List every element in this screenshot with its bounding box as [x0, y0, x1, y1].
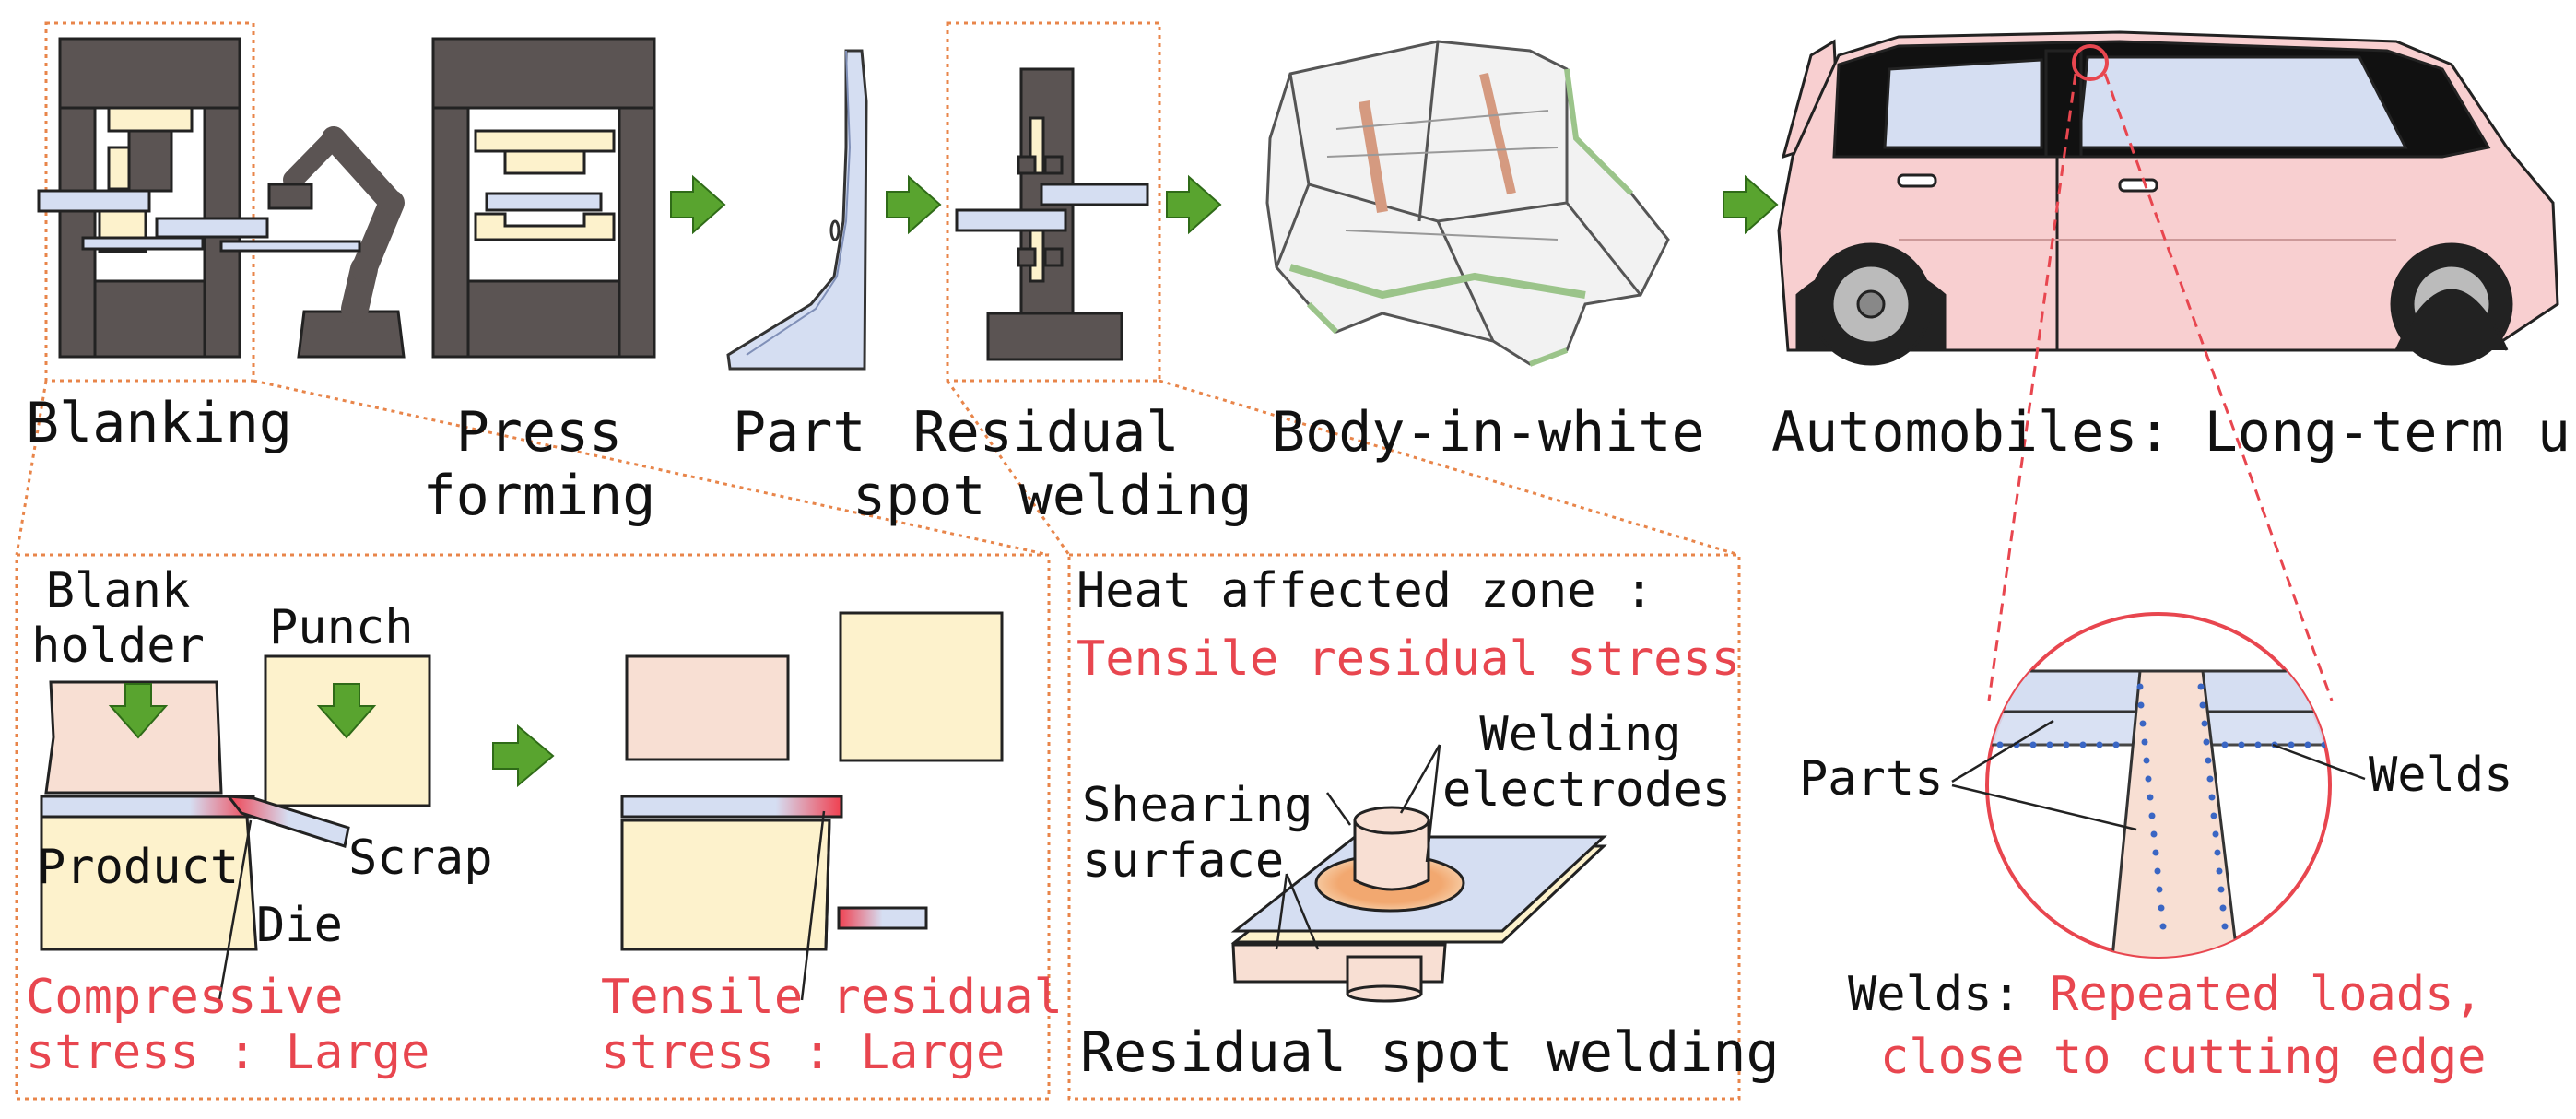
blanking-detail-right — [620, 611, 1004, 951]
welding-highlight-box — [946, 21, 1161, 383]
label-residual-line2: spot welding — [853, 464, 1253, 528]
spot-weld-diagram — [1230, 806, 1607, 1003]
label-haz: Heat affected zone : — [1076, 563, 1654, 618]
arrow-icon — [492, 724, 555, 788]
car-icon — [1777, 30, 2559, 366]
arrow-icon — [1166, 174, 1222, 235]
blanking-press-icon — [37, 37, 269, 359]
label-press-forming-line2: forming — [422, 464, 656, 528]
label-welds: Welds — [2369, 748, 2513, 803]
robot-arm-icon — [219, 126, 406, 359]
weld-location-marker — [2072, 44, 2109, 81]
label-shearing-line1: Shearing — [1082, 778, 1313, 833]
label-welds-cutting-edge: close to cutting edge — [1880, 1030, 2487, 1085]
label-blank-holder-line1: Blank — [45, 563, 191, 618]
label-press-forming-line1: Press — [455, 400, 623, 465]
label-tensile-line2: stress : Large — [601, 1024, 1006, 1080]
label-automobiles: Automobiles: Long-term use — [1771, 400, 2576, 465]
welding-detail-box — [1067, 553, 1741, 1101]
zoom-line — [253, 379, 1050, 557]
zoom-lines — [1987, 73, 2334, 701]
label-blank-holder: Blank holder — [26, 563, 210, 675]
label-residual-spot-welding-caption: Residual spot welding — [1080, 1020, 1780, 1085]
label-welding-electrodes-line1: Welding — [1479, 707, 1682, 762]
label-compressive-stress: Compressive stress : Large — [26, 970, 430, 1081]
label-tensile-line1: Tensile residual — [601, 970, 1063, 1025]
label-welds-prefix: Welds: — [1848, 967, 2051, 1022]
label-die: Die — [256, 898, 343, 953]
press-forming-icon — [431, 37, 656, 359]
label-welding-electrodes-line2: electrodes — [1442, 761, 1732, 818]
label-residual-line1: Residual — [912, 400, 1180, 465]
label-blank-holder-line2: holder — [31, 618, 205, 674]
label-body-in-white: Body-in-white — [1272, 400, 1705, 465]
label-compressive-line2: stress : Large — [26, 1024, 430, 1080]
pillar-part-icon — [726, 49, 868, 371]
label-scrap: Scrap — [348, 830, 493, 886]
label-parts: Parts — [1799, 751, 1944, 807]
weld-zoom-circle — [1951, 612, 2366, 959]
zoom-line — [1159, 379, 1740, 557]
label-shearing-surface: Shearing surface — [1082, 778, 1313, 889]
body-in-white-icon — [1265, 40, 1670, 367]
label-part: Part — [733, 400, 866, 465]
label-blanking: Blanking — [26, 391, 292, 455]
zoom-line — [946, 380, 1071, 556]
label-punch: Punch — [269, 600, 414, 655]
label-welding-electrodes: Welding electrodes — [1442, 707, 1732, 819]
label-compressive-line1: Compressive — [26, 970, 344, 1025]
label-residual-spot-welding: Residual spot welding — [853, 400, 1253, 528]
blanking-detail-box — [15, 553, 1051, 1101]
label-product: Product — [37, 840, 240, 895]
arrow-icon — [1723, 174, 1779, 235]
blanking-leader-lines — [218, 810, 826, 1001]
label-tensile-stress: Tensile residual stress : Large — [601, 970, 1063, 1081]
spot-welding-machine-icon — [955, 67, 1149, 361]
label-welds-caption: Welds: Repeated loads, — [1848, 967, 2483, 1023]
label-press-forming: Press forming — [419, 401, 659, 528]
arrow-icon — [886, 174, 942, 235]
label-shearing-line2: surface — [1082, 832, 1285, 889]
arrow-icon — [670, 174, 726, 235]
flow-arrows — [492, 174, 1779, 788]
leader-lines — [1951, 719, 2366, 831]
blanking-detail-left — [40, 654, 431, 951]
dotted-frames — [15, 21, 1741, 1101]
label-haz-stress: Tensile residual stress — [1076, 631, 1741, 687]
welding-leader-lines — [1275, 744, 1441, 950]
label-welds-repeated: Repeated loads, — [2050, 967, 2483, 1022]
